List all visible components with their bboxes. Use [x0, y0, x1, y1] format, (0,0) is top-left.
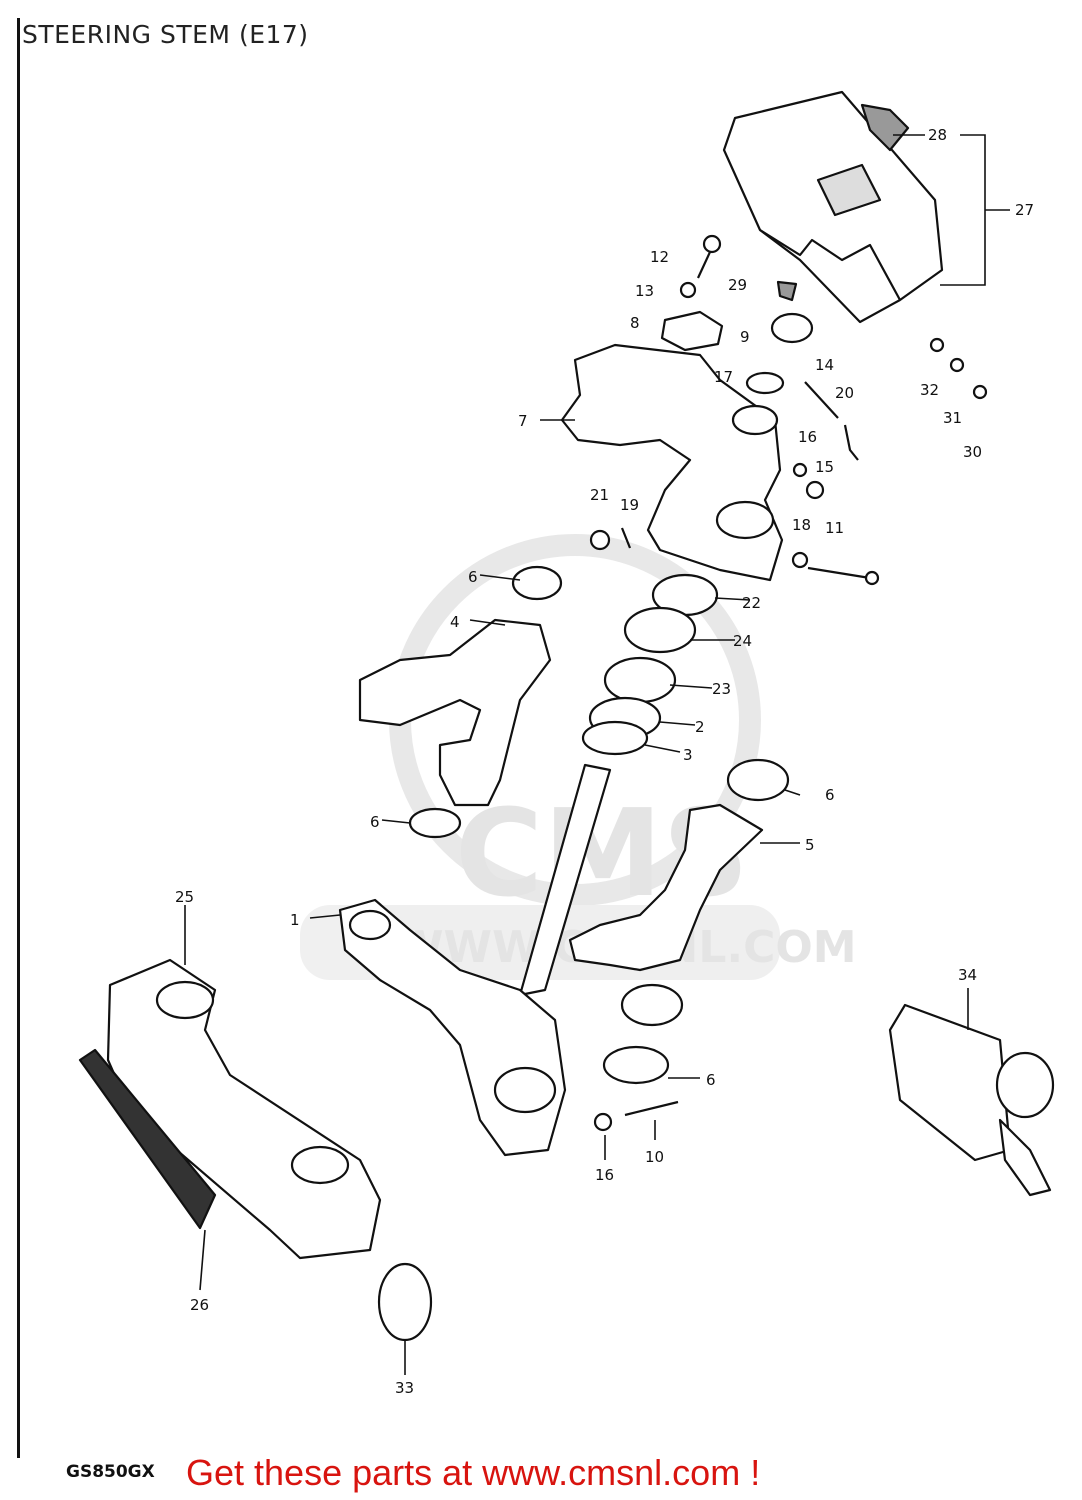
label-26: 26 [190, 1296, 209, 1314]
steering-stem-lower-bracket-1 [338, 763, 612, 1157]
label-19: 19 [620, 496, 639, 514]
washer-16-lower [593, 1112, 613, 1132]
label-8: 8 [630, 314, 640, 332]
left-margin-rule [17, 18, 20, 1458]
label-29: 29 [728, 276, 747, 294]
spring-19 [620, 527, 632, 549]
bolt-11 [807, 566, 880, 586]
screw-32 [929, 337, 945, 353]
label-25: 25 [175, 888, 194, 906]
promo-link[interactable]: Get these parts at www.cmsnl.com ! [186, 1452, 761, 1493]
race-3 [581, 720, 649, 756]
headlight-bracket-4 [358, 618, 552, 807]
label-18: 18 [792, 516, 811, 534]
cap-33 [377, 1262, 433, 1342]
nut-9 [770, 312, 814, 344]
washer-16-upper [792, 462, 808, 478]
label-7: 7 [518, 412, 528, 430]
label-3: 3 [683, 746, 693, 764]
nut-15 [805, 480, 825, 500]
label-17: 17 [714, 368, 733, 386]
label-27: 27 [1015, 201, 1034, 219]
cup-6-left-top [511, 565, 563, 601]
headlight-bracket-5 [568, 803, 764, 972]
label-4: 4 [450, 613, 460, 631]
label-10: 10 [645, 1148, 664, 1166]
label-21: 21 [590, 486, 609, 504]
label-6-c: 6 [825, 786, 835, 804]
label-14: 14 [815, 356, 834, 374]
diagram-title: STEERING STEM (E17) [22, 20, 309, 49]
label-31: 31 [943, 409, 962, 427]
label-22: 22 [742, 594, 761, 612]
label-24: 24 [733, 632, 752, 650]
screw-30 [972, 384, 988, 400]
label-34: 34 [958, 966, 977, 984]
label-11: 11 [825, 519, 844, 537]
label-20: 20 [835, 384, 854, 402]
screw-31 [949, 357, 965, 373]
steering-lock-34 [888, 1003, 1055, 1197]
label-6-b: 6 [370, 813, 380, 831]
part-number-labels: 1 2 3 4 5 6 6 6 6 7 8 9 10 11 12 13 14 1… [175, 126, 1034, 1397]
bearing-23 [603, 656, 677, 704]
label-16-a: 16 [798, 428, 817, 446]
label-1: 1 [290, 911, 300, 929]
clamp-8 [660, 310, 724, 352]
spring-20 [843, 424, 859, 461]
bracket-28 [860, 103, 910, 152]
leader-lines [184, 134, 1010, 1375]
label-6-d: 6 [706, 1071, 716, 1089]
label-28: 28 [928, 126, 947, 144]
label-33: 33 [395, 1379, 414, 1397]
label-9: 9 [740, 328, 750, 346]
cup-6-right-bottom [602, 1045, 670, 1085]
label-16-b: 16 [595, 1166, 614, 1184]
label-23: 23 [712, 680, 731, 698]
bolt-14 [804, 381, 839, 419]
cap-21 [589, 529, 611, 551]
bolt-10 [624, 1100, 679, 1117]
model-code: GS850GX [66, 1462, 155, 1482]
label-2: 2 [695, 718, 705, 736]
label-12: 12 [650, 248, 669, 266]
washer-13 [679, 281, 697, 299]
fork-cover-25 [106, 958, 382, 1260]
label-5: 5 [805, 836, 815, 854]
cup-6-right-top [726, 758, 790, 802]
washer-18 [791, 551, 809, 569]
label-6-a: 6 [468, 568, 478, 586]
bolt-12 [697, 234, 722, 279]
label-13: 13 [635, 282, 654, 300]
handlebar-cover-27 [722, 90, 944, 324]
cup-6-left-bottom [408, 807, 462, 839]
washer-24 [623, 606, 697, 654]
label-15: 15 [815, 458, 834, 476]
upper-bracket-7 [560, 343, 785, 582]
emblem-26 [78, 1048, 217, 1230]
label-32: 32 [920, 381, 939, 399]
clip-29 [776, 280, 798, 302]
label-30: 30 [963, 443, 982, 461]
